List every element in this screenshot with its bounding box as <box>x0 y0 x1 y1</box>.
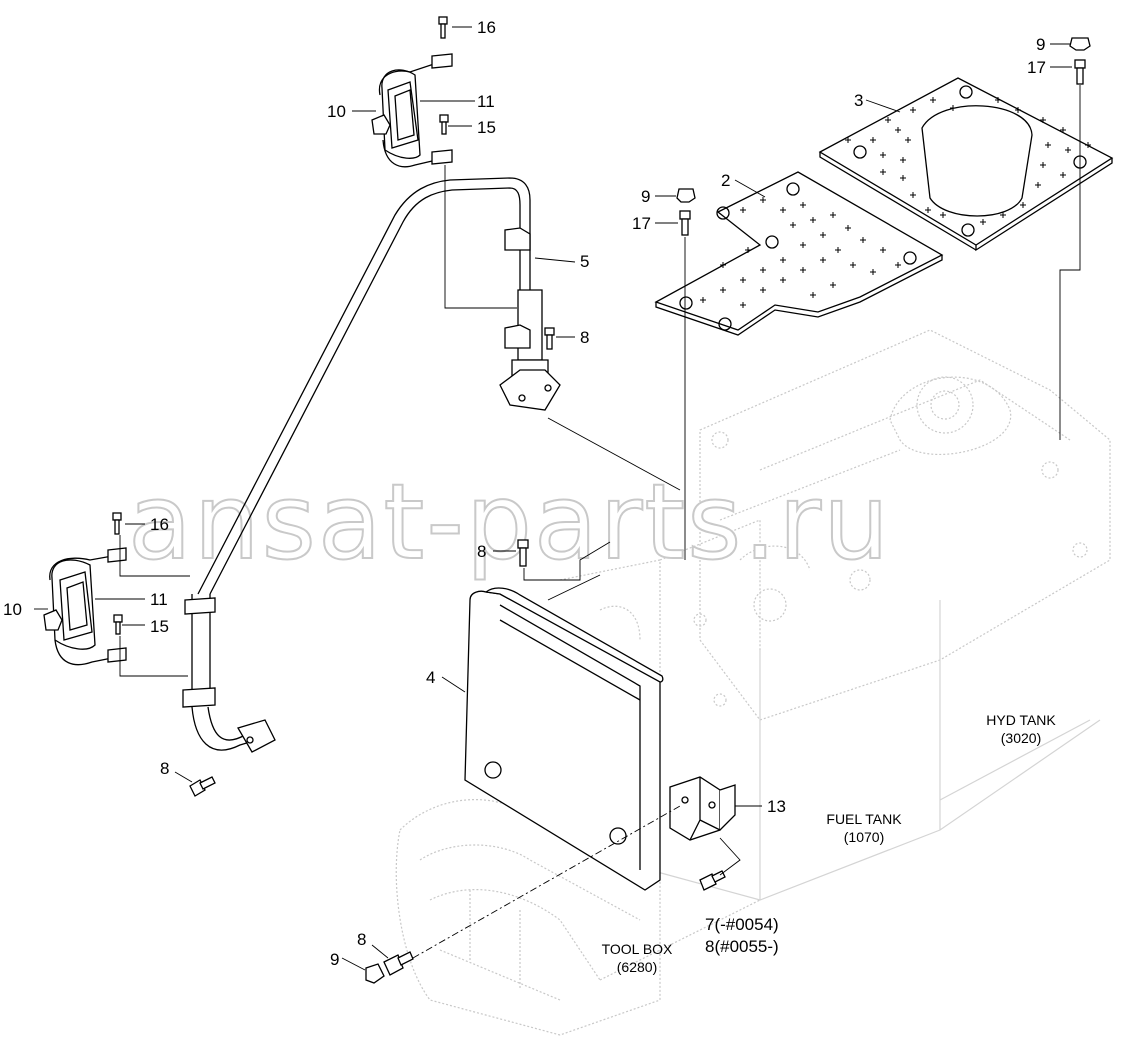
callout-16-bottom: 16 <box>150 515 169 534</box>
fuel-tank-code: (1070) <box>844 829 884 845</box>
bolts <box>112 16 1091 984</box>
tool-box-label: TOOL BOX <box>602 941 673 957</box>
callout-8-serial: 8(#0055-) <box>705 937 779 956</box>
callout-9-lower: 9 <box>330 950 339 969</box>
mirror-upper <box>371 53 453 168</box>
reference-labels: HYD TANK (3020) FUEL TANK (1070) TOOL BO… <box>602 712 1057 975</box>
ghost-machine-body <box>395 329 1111 1036</box>
fuel-tank-label: FUEL TANK <box>826 811 902 827</box>
callout-5: 5 <box>580 252 589 271</box>
cover-4 <box>464 587 664 891</box>
callout-9-mid: 9 <box>641 187 650 206</box>
leader-lines <box>34 26 1081 971</box>
callouts: 16 10 11 15 5 8 9 17 3 2 9 17 16 8 10 11… <box>3 18 1046 969</box>
callout-10-top: 10 <box>327 102 346 121</box>
callout-8-lower: 8 <box>357 930 366 949</box>
callout-8-left: 8 <box>160 759 169 778</box>
callout-15-bottom: 15 <box>150 617 169 636</box>
callout-11-bottom: 11 <box>150 590 168 609</box>
mirror-lower <box>43 547 127 666</box>
callout-16-top: 16 <box>477 18 496 37</box>
tool-box-code: (6280) <box>617 959 657 975</box>
callout-7-serial: 7(-#0054) <box>705 915 779 934</box>
callout-2: 2 <box>721 171 730 190</box>
callout-15-top: 15 <box>477 118 496 137</box>
callout-3: 3 <box>854 91 863 110</box>
callout-11-top: 11 <box>477 92 495 111</box>
bracket-13 <box>669 776 736 841</box>
callout-8-cover: 8 <box>477 542 486 561</box>
callout-10-bottom: 10 <box>3 600 22 619</box>
callout-17-mid: 17 <box>632 214 651 233</box>
callout-4: 4 <box>426 668 435 687</box>
callout-8-mid: 8 <box>580 328 589 347</box>
callout-13: 13 <box>767 797 786 816</box>
hyd-tank-code: (3020) <box>1001 730 1041 746</box>
callout-17-top: 17 <box>1027 58 1046 77</box>
handrail-5 <box>182 177 561 753</box>
callout-9-top: 9 <box>1036 35 1045 54</box>
hyd-tank-label: HYD TANK <box>986 712 1056 728</box>
watermark-text: ansat-parts.ru <box>128 461 891 583</box>
plate-2 <box>654 171 944 336</box>
plate-3 <box>818 77 1114 252</box>
